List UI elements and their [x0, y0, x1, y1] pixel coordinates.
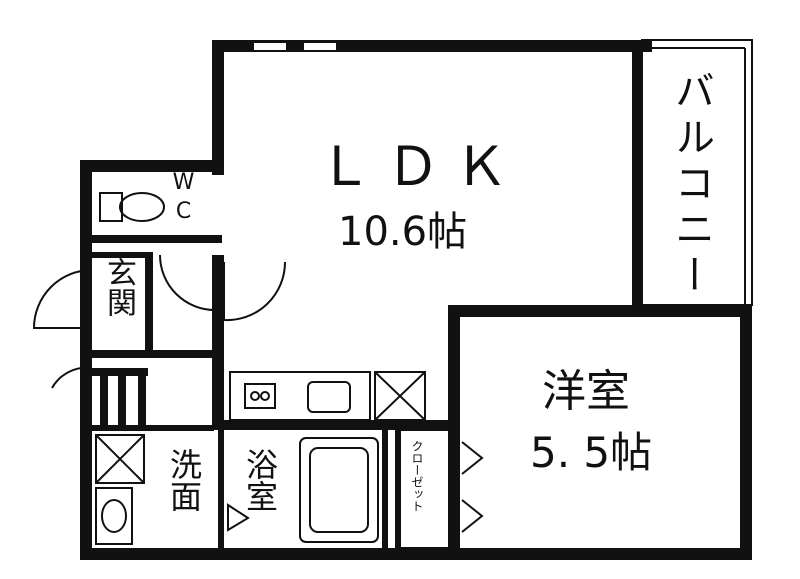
shoe-cabinet-door — [51, 366, 93, 389]
fridge-space — [374, 371, 426, 421]
wash-basin — [95, 487, 133, 545]
wc-label: WC — [171, 170, 196, 228]
bath-door — [227, 503, 250, 532]
balcony-outline — [641, 39, 753, 306]
genkan-label: 玄関 — [101, 257, 136, 317]
bathtub — [299, 437, 379, 543]
ldk-door-swing — [223, 261, 287, 322]
washing-machine-space — [95, 434, 145, 484]
closet-door-lower — [461, 499, 484, 533]
sink — [307, 381, 351, 413]
ldk-area: 10.6帖 — [338, 209, 468, 255]
entrance-door-swing — [32, 269, 93, 329]
closet-door-upper — [461, 441, 484, 475]
balcony-label: バルコニー — [668, 70, 714, 300]
stove — [244, 383, 276, 409]
kitchen-counter — [229, 371, 371, 421]
ldk-label: ＬＤＫ — [318, 135, 522, 198]
closet-label: クローゼット — [410, 440, 424, 512]
toilet-bowl — [119, 192, 165, 222]
bathroom-label: 浴室 — [241, 448, 279, 512]
closet — [399, 429, 453, 549]
washroom-label: 洗面 — [165, 448, 203, 512]
wc-door-swing — [159, 254, 216, 311]
western-room-label: 洋室 — [542, 366, 630, 417]
toilet-tank — [99, 192, 123, 222]
fixtures — [32, 39, 753, 549]
western-room-area: 5. 5帖 — [530, 428, 653, 477]
